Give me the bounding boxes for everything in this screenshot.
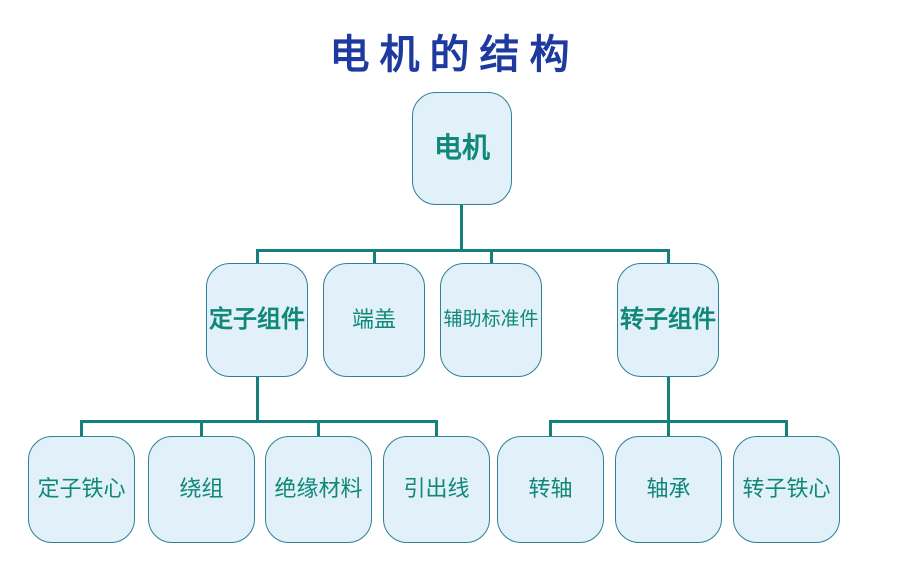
connector-drop-insulation <box>317 420 320 437</box>
node-bearing-label: 轴承 <box>646 476 691 502</box>
node-stator-assembly: 定子组件 <box>206 263 308 377</box>
node-shaft-label: 转轴 <box>528 476 573 502</box>
connector-level2-bar <box>256 249 670 252</box>
connector-rotor-stem <box>667 377 670 422</box>
node-shaft: 转轴 <box>497 436 604 543</box>
node-motor: 电机 <box>412 92 512 205</box>
connector-drop-shaft <box>549 420 552 437</box>
connector-drop-stator-assembly <box>256 249 259 264</box>
connector-drop-winding <box>200 420 203 437</box>
node-motor-label: 电机 <box>433 132 490 164</box>
connector-stator-bar <box>80 420 438 423</box>
node-stator-assembly-label: 定子组件 <box>209 305 305 333</box>
node-end-cover: 端盖 <box>323 263 425 377</box>
connector-drop-stator-core <box>80 420 83 437</box>
node-bearing: 轴承 <box>615 436 722 543</box>
connector-drop-bearing <box>667 420 670 437</box>
diagram-title: 电机的结构 <box>329 33 580 77</box>
connector-drop-rotor-core <box>785 420 788 437</box>
node-lead-wire: 引出线 <box>383 436 490 543</box>
node-rotor-core-label: 转子铁心 <box>742 476 831 502</box>
node-stator-core-label: 定子铁心 <box>37 476 126 502</box>
node-stator-core: 定子铁心 <box>28 436 135 543</box>
connector-stator-stem <box>256 377 259 422</box>
connector-root-stem <box>460 205 463 251</box>
node-winding: 绕组 <box>148 436 255 543</box>
node-insulation-material: 绝缘材料 <box>265 436 372 543</box>
node-rotor-assembly-label: 转子组件 <box>620 305 716 333</box>
node-aux-standard-parts-label: 辅助标准件 <box>443 308 539 330</box>
connector-drop-aux-parts <box>490 249 493 264</box>
node-winding-label: 绕组 <box>179 476 224 502</box>
node-aux-standard-parts: 辅助标准件 <box>440 263 542 377</box>
node-lead-wire-label: 引出线 <box>403 476 470 502</box>
node-rotor-assembly: 转子组件 <box>617 263 719 377</box>
connector-drop-end-cover <box>373 249 376 264</box>
node-rotor-core: 转子铁心 <box>733 436 840 543</box>
node-end-cover-label: 端盖 <box>351 306 396 332</box>
node-insulation-material-label: 绝缘材料 <box>274 476 363 502</box>
connector-drop-rotor-assembly <box>667 249 670 264</box>
connector-drop-lead-wire <box>435 420 438 437</box>
